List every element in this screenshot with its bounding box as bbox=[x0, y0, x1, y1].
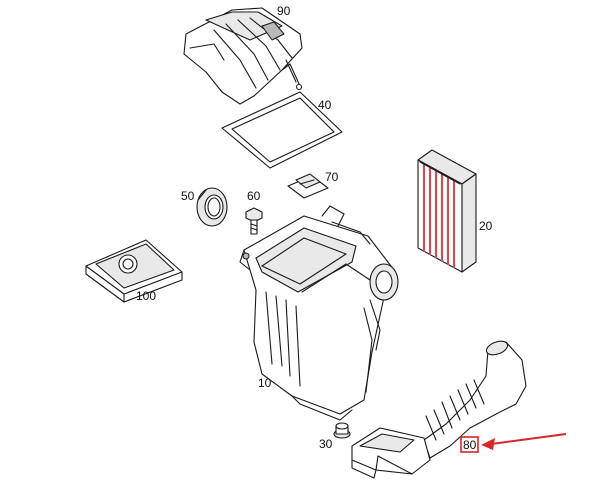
part-90-engine-cover[interactable] bbox=[183, 7, 303, 105]
label-80: 80 bbox=[463, 438, 477, 452]
label-20: 20 bbox=[479, 219, 493, 233]
label-60: 60 bbox=[247, 189, 261, 203]
highlight-box bbox=[460, 436, 479, 453]
part-60-screw[interactable] bbox=[245, 207, 263, 235]
label-10: 10 bbox=[258, 376, 272, 390]
label-40: 40 bbox=[318, 98, 332, 112]
label-30: 30 bbox=[319, 437, 333, 451]
label-90: 90 bbox=[277, 4, 291, 18]
part-30-grommet[interactable] bbox=[333, 422, 351, 439]
part-50-sealing-ring[interactable] bbox=[196, 187, 228, 227]
part-70-clip[interactable] bbox=[287, 173, 329, 199]
label-50: 50 bbox=[181, 189, 195, 203]
part-80-intake-hose[interactable] bbox=[351, 339, 527, 479]
part-100-plate[interactable] bbox=[85, 239, 183, 303]
highlight-arrow bbox=[481, 433, 567, 450]
part-10-air-filter-housing[interactable] bbox=[239, 205, 399, 421]
part-20-air-filter[interactable] bbox=[417, 149, 477, 273]
label-100: 100 bbox=[136, 289, 156, 303]
label-70: 70 bbox=[325, 170, 339, 184]
part-40-gasket[interactable] bbox=[221, 91, 343, 169]
